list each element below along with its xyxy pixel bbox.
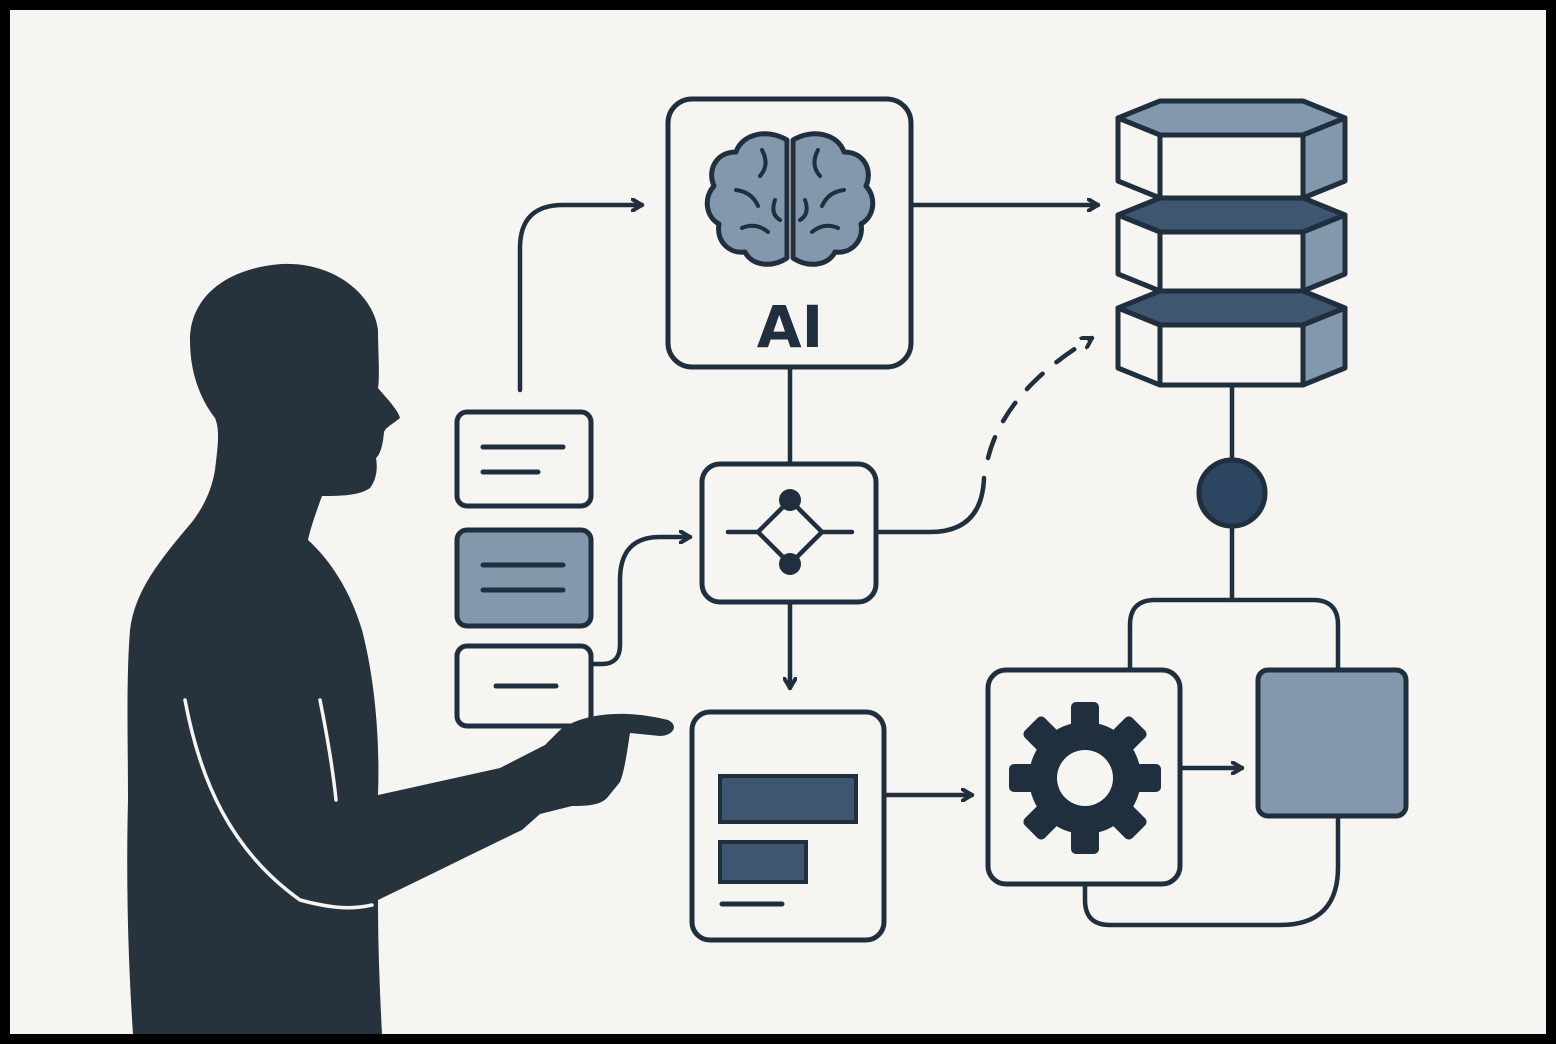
database-node[interactable] bbox=[1115, 98, 1348, 388]
connector-loop-bottom bbox=[1082, 813, 1341, 928]
branch-diamond-icon bbox=[725, 489, 855, 575]
output-node[interactable] bbox=[1255, 667, 1409, 819]
connector-input-to-ai bbox=[517, 205, 645, 393]
input-card-1[interactable] bbox=[454, 409, 594, 509]
connectors bbox=[517, 205, 1341, 928]
arm-highlight-line bbox=[183, 698, 374, 910]
brain-icon bbox=[704, 131, 876, 267]
settings-node[interactable] bbox=[985, 667, 1183, 887]
connector-input-to-decision bbox=[591, 537, 693, 667]
ai-node[interactable]: AI bbox=[665, 96, 914, 370]
decision-node[interactable] bbox=[699, 461, 879, 605]
database-layer-2 bbox=[1115, 195, 1348, 294]
connector-decision-to-database bbox=[874, 475, 987, 535]
pointing-person-silhouette bbox=[127, 263, 674, 1035]
connector-decision-to-database-dashed bbox=[985, 335, 1095, 461]
connector-loop-top bbox=[1127, 597, 1341, 675]
database-layer-1 bbox=[1115, 98, 1348, 201]
database-layer-3 bbox=[1115, 288, 1348, 388]
hub-node[interactable] bbox=[1196, 457, 1268, 529]
input-card-3[interactable] bbox=[454, 643, 594, 729]
gear-icon bbox=[1009, 702, 1161, 854]
document-bars-icon bbox=[718, 774, 858, 907]
report-node[interactable] bbox=[689, 709, 887, 943]
ai-label: AI bbox=[757, 293, 823, 361]
input-card-2-highlighted[interactable] bbox=[454, 527, 594, 629]
